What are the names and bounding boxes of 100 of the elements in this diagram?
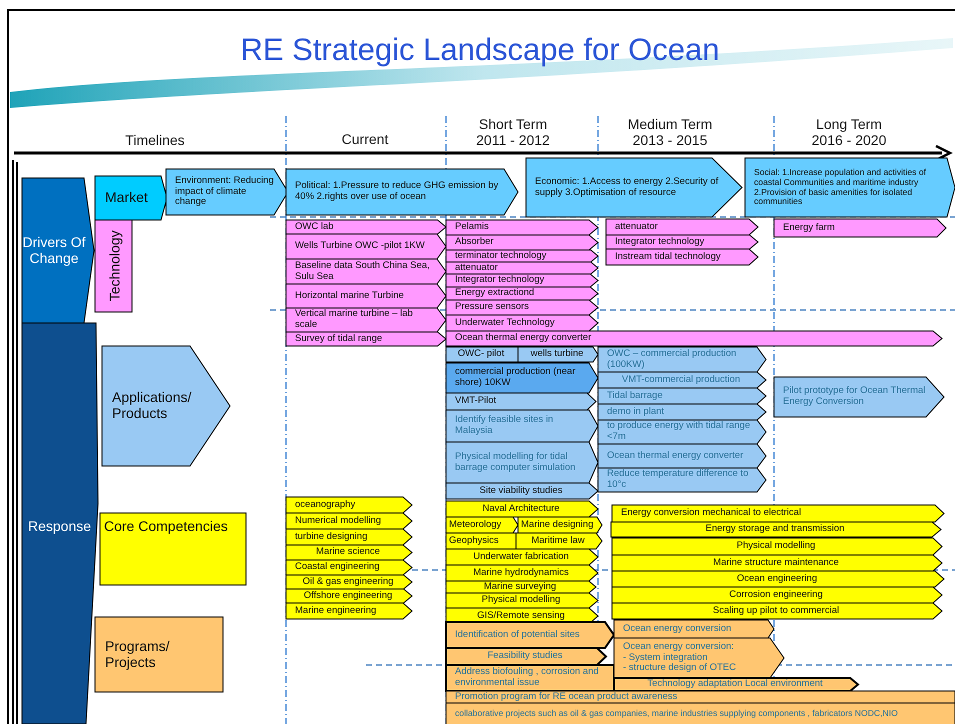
chevron-box [286, 284, 446, 308]
chevron-box [516, 533, 602, 549]
box-text: Geophysics [449, 536, 500, 546]
box-text: Absorber [455, 237, 495, 248]
box-text: Energy storage and transmission [706, 524, 844, 535]
label-box [446, 347, 518, 362]
box-text: Scaling up pilot to commercial [712, 606, 840, 616]
box-text: Ocean thermal energy converter [607, 450, 744, 462]
box-text: - System integration [623, 652, 708, 663]
box-text: attenuator [455, 262, 499, 274]
box-text: Numerical modelling [295, 516, 382, 526]
chevron-box [612, 538, 942, 555]
chevron-box [286, 589, 412, 603]
title: RE Strategic Landscape for Ocean [239, 32, 721, 68]
box-text: Integrator technology [615, 236, 706, 248]
chevron-box [286, 308, 446, 332]
label-box [446, 691, 955, 703]
box-text: Meteorology [449, 520, 502, 530]
chevron-box [286, 259, 446, 284]
label-box [446, 533, 516, 549]
chevron-box [286, 220, 446, 234]
box-text: Identification of potential sites [455, 630, 581, 640]
chevron-box [286, 332, 446, 346]
box-text: Environment: Reducing impact of climate change [175, 176, 275, 208]
column-heading: Long Term 2016 - 2020 [810, 116, 888, 148]
chevron-box [446, 549, 598, 565]
chevron-box [446, 501, 598, 517]
chevron-box [612, 571, 944, 587]
box-text: Corrosion engineering [729, 590, 823, 600]
chevron-box [446, 363, 598, 393]
box-text: Feasibility studies [488, 651, 562, 662]
box-text: Marine surveying [484, 582, 556, 592]
box-text: Baseline data South China Sea, Sulu Sea [295, 260, 431, 282]
box-text: Maritime law [531, 536, 585, 546]
chevron-box [446, 287, 598, 300]
column-heading: Current [340, 131, 390, 148]
box-text: Energy conversion mechanical to electrical [621, 508, 802, 519]
chevron-box [606, 219, 758, 235]
box-text: Underwater Technology [455, 318, 556, 328]
category-label: Core Competencies [104, 519, 229, 535]
chevron-box [446, 593, 598, 608]
box-text: commercial production (near shore) 10KW [455, 367, 576, 389]
box-text: Survey of tidal range [295, 334, 384, 344]
box-text: Energy farm [783, 222, 836, 234]
box-text: Physical modelling for tidal barrage computer simulation [455, 452, 576, 474]
box-text: Oil & gas engineering [302, 576, 394, 588]
chevron-box [446, 622, 614, 648]
chevron-box [446, 410, 598, 442]
box-text: Pelamis [455, 222, 490, 233]
chevron-box [286, 545, 412, 560]
box-text: demo in plant [607, 406, 666, 418]
box-text: GIS/Remote sensing [477, 610, 565, 622]
chevron-box [606, 249, 758, 265]
box-text: Marine engineering [295, 606, 378, 616]
box-text: Integrator technology [455, 275, 546, 286]
column-heading: Timelines [124, 132, 186, 148]
box-text: Underwater fabrication [473, 552, 569, 562]
chevron-box [612, 587, 942, 603]
chevron-box [446, 274, 598, 287]
chevron-box [446, 300, 598, 315]
chevron-box [446, 648, 606, 665]
box-text: Horizontal marine Turbine [295, 290, 405, 302]
column-heading: Medium Term 2013 - 2015 [626, 116, 714, 148]
box-text: Tidal barrage [607, 390, 664, 402]
chevron-box [286, 169, 518, 215]
label-box [100, 513, 246, 585]
box-text: VMT-commercial production [622, 374, 740, 386]
category-label: Market [105, 190, 149, 206]
chevron-box [598, 468, 766, 492]
chevron-box [286, 560, 412, 575]
chevron-box [606, 235, 758, 249]
chevron-box [102, 346, 230, 466]
chevron-box [598, 420, 766, 444]
label-box [95, 220, 132, 312]
chevron-box [611, 522, 941, 537]
box-text: Political: 1.Pressure to reduce GHG emission by 40% 2.rights over use of ocean [295, 181, 500, 203]
label-box [446, 665, 614, 691]
box-text: OWC- pilot [458, 349, 504, 360]
chevron-box [614, 620, 774, 638]
category-label: Technology [108, 230, 124, 302]
box-text: Identify feasible sites in Malaysia [455, 415, 554, 437]
box-text: OWC – commercial production (100KW) [607, 348, 738, 370]
chevron-box [518, 347, 598, 362]
chevron-box [598, 372, 766, 388]
chevron-box [166, 169, 288, 215]
box-text: terminator technology [455, 250, 548, 262]
chevron-box [526, 158, 742, 217]
chevron-box [286, 529, 412, 545]
chevron-box [612, 555, 942, 571]
box-text: Instream tidal technology [615, 252, 722, 262]
chevron-box [614, 638, 784, 678]
box-text: Social: 1.Increase population and activities of coastal Communities and maritime industry 2.Provision of basic amenities for isolated communities [754, 168, 927, 207]
chevron-box [446, 517, 518, 533]
chevron-box [612, 603, 942, 619]
category-label: Response [28, 519, 92, 535]
chevron-box [518, 517, 602, 533]
chevron-box [774, 377, 944, 417]
box-text: Coastal engineering [295, 562, 381, 573]
box-text: Marine designing [521, 520, 594, 530]
chevron-box [286, 234, 446, 259]
